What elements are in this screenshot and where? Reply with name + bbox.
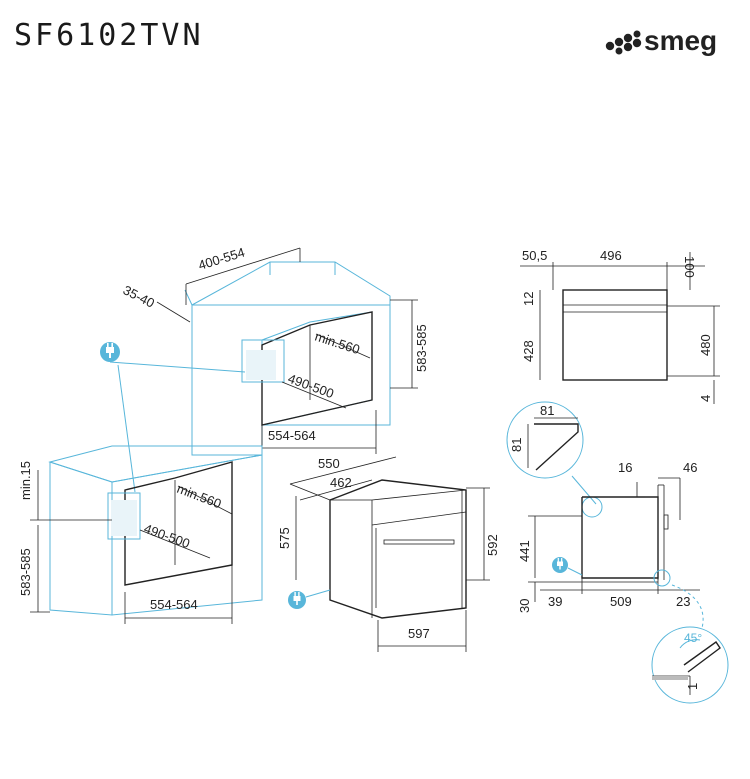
oven-dims: 550 462 575 592 597 bbox=[277, 456, 500, 652]
dim-front-50-5: 50,5 bbox=[522, 248, 547, 263]
dim-side-46: 46 bbox=[683, 460, 697, 475]
side-view bbox=[581, 484, 669, 580]
smeg-logo: smeg bbox=[605, 25, 717, 56]
dim-side-441: 441 bbox=[517, 540, 532, 562]
brand-text: smeg bbox=[644, 25, 717, 56]
plug-icon bbox=[288, 591, 306, 609]
dim-upper-side: 35-40 bbox=[121, 282, 157, 310]
dim-oven-462: 462 bbox=[330, 475, 352, 490]
model-title: SF6102TVN bbox=[14, 18, 204, 53]
dim-side-16: 16 bbox=[618, 460, 632, 475]
dim-detail-81-v: 81 bbox=[509, 438, 524, 452]
dim-front-496: 496 bbox=[600, 248, 622, 263]
dim-oven-592: 592 bbox=[485, 534, 500, 556]
dim-detail-1: 1 bbox=[685, 683, 700, 690]
dim-front-100: 100 bbox=[682, 256, 697, 278]
dim-lower-min-depth: min.560 bbox=[175, 481, 224, 512]
side-dims: 16 46 441 30 39 509 23 bbox=[517, 460, 700, 613]
detail-81-circle: 81 81 bbox=[506, 401, 603, 518]
dim-front-4: 4 bbox=[698, 395, 713, 402]
dim-upper-min-depth: min.560 bbox=[313, 329, 362, 358]
dim-front-428: 428 bbox=[521, 340, 536, 362]
dim-upper-height: 583-585 bbox=[414, 324, 429, 372]
upper-cabinet bbox=[184, 261, 391, 456]
dim-oven-575: 575 bbox=[277, 527, 292, 549]
dim-upper-width: 554-564 bbox=[268, 428, 316, 443]
dim-oven-597: 597 bbox=[408, 626, 430, 641]
dim-oven-550: 550 bbox=[318, 456, 340, 471]
front-dims: 50,5 496 100 12 428 480 4 bbox=[520, 248, 720, 404]
plug-icon bbox=[552, 557, 568, 573]
dim-front-12: 12 bbox=[521, 292, 536, 306]
dim-side-30: 30 bbox=[517, 599, 532, 613]
lower-cabinet bbox=[48, 445, 263, 616]
dim-side-23: 23 bbox=[676, 594, 690, 609]
plug-icon bbox=[100, 342, 120, 362]
front-view bbox=[562, 289, 668, 381]
dim-lower-inner-height: 490-500 bbox=[142, 521, 192, 551]
dim-lower-width: 554-564 bbox=[150, 597, 198, 612]
dim-front-480: 480 bbox=[698, 334, 713, 356]
dim-angle-45: 45° bbox=[684, 631, 702, 645]
dim-side-509: 509 bbox=[610, 594, 632, 609]
dim-detail-81-h: 81 bbox=[540, 403, 554, 418]
dim-upper-depth: 400-554 bbox=[196, 245, 246, 273]
dim-upper-inner-height: 490-500 bbox=[286, 371, 336, 401]
dim-lower-min-top: min.15 bbox=[18, 461, 33, 500]
dim-side-39: 39 bbox=[548, 594, 562, 609]
oven-body bbox=[329, 479, 467, 619]
dim-lower-height: 583-585 bbox=[18, 548, 33, 596]
angle-detail-circle: 45° 1 bbox=[651, 569, 729, 704]
